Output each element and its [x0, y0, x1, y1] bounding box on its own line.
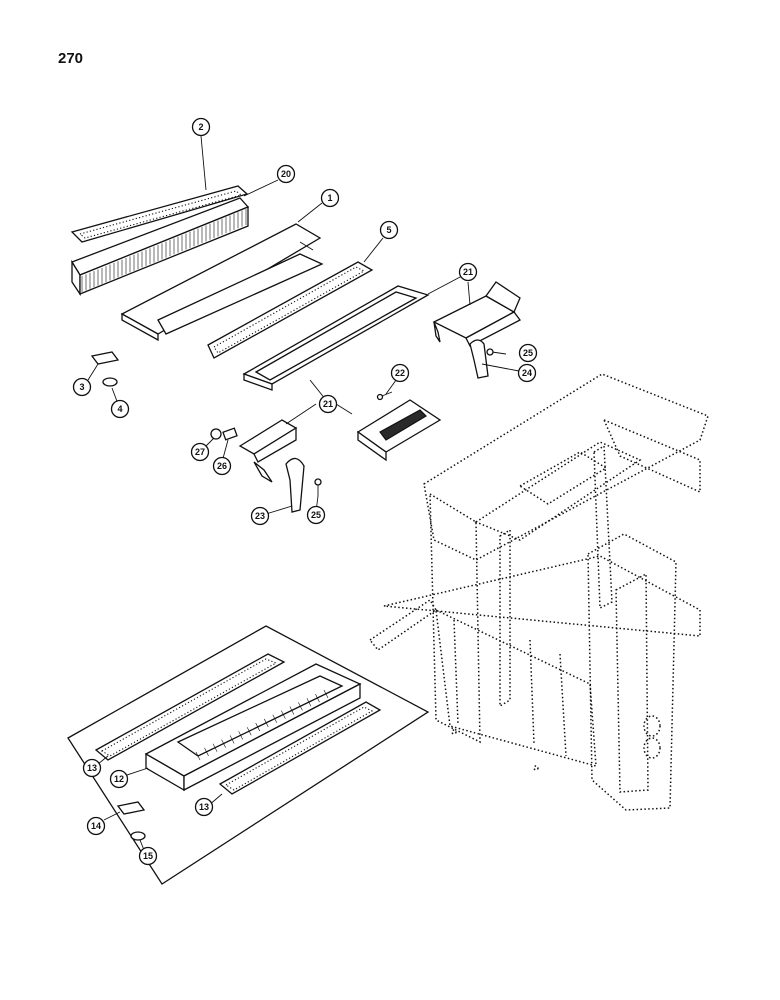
svg-text:22: 22: [395, 368, 405, 378]
svg-text:3: 3: [79, 382, 84, 392]
callout-25-top: 25: [518, 343, 538, 363]
svg-text:21: 21: [463, 267, 473, 277]
callout-2: 2: [191, 117, 211, 137]
callout-27: 27: [190, 442, 210, 462]
svg-text:23: 23: [255, 511, 265, 521]
svg-text:1: 1: [327, 193, 332, 203]
svg-text:25: 25: [311, 510, 321, 520]
callout-23: 23: [250, 506, 270, 526]
callout-13-bottom: 13: [194, 797, 214, 817]
part-21-bracket-left: [238, 419, 298, 483]
part-5-gasket: [207, 261, 374, 359]
part-2-gasket: [70, 185, 249, 243]
callout-21-mid: 21: [318, 394, 338, 414]
part-1-housing: [120, 223, 324, 342]
svg-text:5: 5: [386, 225, 391, 235]
callout-5: 5: [379, 220, 399, 240]
callout-20: 20: [276, 164, 296, 184]
svg-text:15: 15: [143, 851, 153, 861]
part-27-nut: [210, 428, 222, 440]
svg-text:26: 26: [217, 461, 227, 471]
svg-text:27: 27: [195, 447, 205, 457]
part-21-bracket-right: [432, 281, 521, 347]
callout-14: 14: [86, 816, 106, 836]
svg-text:13: 13: [87, 763, 97, 773]
part-26-pin: [222, 427, 238, 441]
callout-1: 1: [320, 188, 340, 208]
part-22-screw: [376, 391, 393, 401]
callout-13-top: 13: [82, 758, 102, 778]
part-21-shield: [356, 399, 442, 462]
part-24-bracket: [469, 339, 489, 379]
callout-15: 15: [138, 846, 158, 866]
callout-26: 26: [212, 456, 232, 476]
part-23-bracket: [285, 457, 305, 513]
svg-text:12: 12: [114, 774, 124, 784]
callout-3: 3: [72, 377, 92, 397]
part-25-screw-a: [486, 348, 507, 356]
svg-text:20: 20: [281, 169, 291, 179]
svg-text:13: 13: [199, 802, 209, 812]
cab-frame: [368, 373, 709, 811]
part-25-screw-b: [314, 478, 322, 496]
part-20-filter: [71, 197, 250, 297]
svg-text:24: 24: [522, 368, 532, 378]
callout-25-bottom: 25: [306, 505, 326, 525]
part-3-clip: [90, 351, 120, 365]
callout-21-top: 21: [458, 262, 478, 282]
callout-4: 4: [110, 399, 130, 419]
inset-alternate-assembly: [67, 625, 430, 885]
callout-22: 22: [390, 363, 410, 383]
filter-tray: [242, 285, 430, 391]
callout-24: 24: [517, 363, 537, 383]
svg-text:25: 25: [523, 348, 533, 358]
svg-text:4: 4: [117, 404, 122, 414]
svg-text:14: 14: [91, 821, 101, 831]
page-number: 270: [58, 50, 84, 67]
part-4-wingnut: [102, 377, 118, 387]
callout-12: 12: [109, 769, 129, 789]
svg-text:21: 21: [323, 399, 333, 409]
svg-text:2: 2: [198, 122, 203, 132]
